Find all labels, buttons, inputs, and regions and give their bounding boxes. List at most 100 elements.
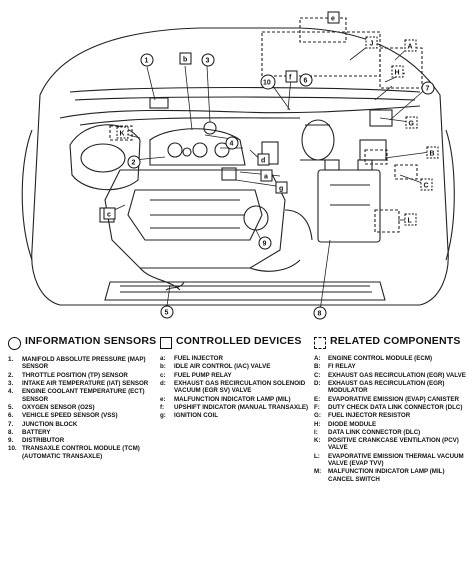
callout-4: 4: [230, 141, 234, 148]
callout-5: 5: [165, 310, 169, 317]
legend-related-components: RELATED COMPONENTS A:ENGINE CONTROL MODU…: [314, 335, 470, 484]
legend-item-text: EVAPORATIVE EMISSION THERMAL VACUUM VALV…: [328, 452, 464, 468]
legend-item: g:IGNITION COIL: [160, 412, 310, 419]
legend-item-text: EXHAUST GAS RECIRCULATION SOLENOID VACUU…: [174, 379, 306, 395]
ecm-outline: [261, 31, 381, 77]
circle-symbol-icon: [8, 337, 21, 350]
battery-shape: [317, 169, 381, 243]
legend-item-key: a:: [160, 355, 166, 362]
callout-c: c: [107, 212, 111, 219]
legend-item-key: F:: [314, 403, 320, 411]
legend-item-key: 8.: [8, 428, 14, 436]
legend-item: A:ENGINE CONTROL MODULE (ECM): [314, 355, 470, 362]
wiring-harness: [59, 105, 421, 119]
legend-item-key: K:: [314, 437, 321, 445]
legend-item-key: 9.: [8, 437, 14, 445]
legend-item-text: EXHAUST GAS RECIRCULATION (EGR) MODULATO…: [328, 379, 445, 395]
legend-item: 10.TRANSAXLE CONTROL MODULE (TCM) (AUTOM…: [8, 445, 158, 460]
legend-item-key: M:: [314, 468, 322, 476]
legend-item: I: DATA LINK CONNECTOR (DLC): [314, 429, 470, 436]
legend-item-text: DATA LINK CONNECTOR (DLC): [328, 428, 421, 436]
legend-controlled-devices: CONTROLLED DEVICES a: FUEL INJECTOR b: IDLE…: [160, 335, 310, 421]
right-fender: [445, 129, 455, 261]
legend-item-key: d:: [160, 379, 166, 387]
legend-item: E:EVAPORATIVE EMISSION (EVAP) CANISTER: [314, 396, 470, 403]
legend-item-text: VEHICLE SPEED SENSOR (VSS): [22, 412, 118, 420]
legend-item: B: FI RELAY: [314, 363, 470, 370]
callout-K: K: [120, 131, 125, 138]
legend-item-text: FUEL PUMP RELAY: [174, 371, 232, 379]
legend-item: 2.THROTTLE POSITION (TP) SENSOR: [8, 372, 158, 379]
legend-item-key: g:: [160, 412, 166, 420]
callout-9: 9: [263, 241, 267, 248]
legend-item-text: EXHAUST GAS RECIRCULATION (EGR) VALVE: [328, 371, 466, 379]
callout-8: 8: [318, 311, 322, 318]
dashed-callouts: A B C G H J K L: [116, 36, 439, 226]
legend-information-sensors: INFORMATION SENSORS 1. MANIFOLD ABSOLUTE …: [8, 335, 158, 461]
legend-item: c: FUEL PUMP RELAY: [160, 372, 310, 379]
callout-6: 6: [304, 78, 308, 85]
callout-G: G: [409, 121, 415, 128]
callout-C: C: [424, 183, 429, 190]
legend-item-text: MALFUNCTION INDICATOR LAMP (MIL): [174, 395, 291, 403]
legend-item-key: 7.: [8, 420, 14, 428]
legend-heading-related: RELATED COMPONENTS: [330, 335, 461, 347]
legend-item: K: POSITIVE CRANKCASE VENTILATION (PCV) V…: [314, 437, 470, 452]
legend-item-text: BATTERY: [22, 428, 51, 436]
legend-item-text: UPSHIFT INDICATOR (MANUAL TRANSAXLE): [174, 403, 309, 411]
legend-item-text: FI RELAY: [328, 363, 356, 371]
legend-item: C:EXHAUST GAS RECIRCULATION (EGR) VALVE: [314, 372, 470, 379]
legend-item-key: L:: [314, 452, 320, 460]
cowl-line: [69, 86, 421, 93]
legend-item: F:DUTY CHECK DATA LINK CONNECTOR (DLC): [314, 404, 470, 411]
legend-item-key: 3.: [8, 379, 14, 387]
legend-item-key: c:: [160, 371, 166, 379]
callout-3: 3: [206, 58, 210, 65]
legend-item-key: f:: [160, 403, 165, 411]
legend-item: M:MALFUNCTION INDICATOR LAMP (MIL) CANCE…: [314, 468, 470, 483]
legend-item: L: EVAPORATIVE EMISSION THERMAL VACUUM VA…: [314, 453, 470, 468]
legend-item-text: POSITIVE CRANKCASE VENTILATION (PCV) VAL…: [328, 437, 459, 452]
legend-item-key: 5.: [8, 403, 14, 411]
legend-item-key: b:: [160, 363, 166, 371]
callout-10: 10: [263, 80, 271, 87]
legend-item-text: FUEL INJECTOR: [174, 355, 223, 362]
legend-heading-controlled: CONTROLLED DEVICES: [176, 335, 302, 347]
legend-item-text: DIODE MODULE: [328, 420, 377, 428]
callout-f: f: [289, 75, 292, 82]
legend-item-key: I:: [314, 428, 318, 436]
legend-item-key: H:: [314, 420, 321, 428]
intake-manifold: [149, 128, 246, 166]
callout-7: 7: [426, 86, 430, 93]
legend-item-key: B:: [314, 363, 321, 371]
legend-item-key: A:: [314, 355, 321, 362]
legend-item: 8. BATTERY: [8, 429, 158, 436]
radiator: [104, 281, 386, 301]
legend-item-key: 4.: [8, 388, 14, 396]
callout-e: e: [331, 16, 335, 23]
legend-item: 6.VEHICLE SPEED SENSOR (VSS): [8, 412, 158, 419]
square-symbol-icon: [160, 337, 172, 349]
legend-item: H: DIODE MODULE: [314, 421, 470, 428]
legend-item-text: EVAPORATIVE EMISSION (EVAP) CANISTER: [328, 395, 459, 403]
callout-L: L: [408, 218, 413, 225]
callout-J: J: [370, 41, 374, 48]
legend-item-text: FUEL INJECTOR RESISTOR: [328, 412, 411, 420]
legend-item: 3.INTAKE AIR TEMPERATURE (IAT) SENSOR: [8, 380, 158, 387]
legend-item-key: 2.: [8, 371, 14, 379]
legend-item: f: UPSHIFT INDICATOR (MANUAL TRANSAXLE): [160, 404, 310, 411]
legend-item-text: MANIFOLD ABSOLUTE PRESSURE (MAP) SENSOR: [22, 356, 146, 371]
dashed-square-symbol-icon: [314, 337, 326, 349]
hood-outline: [31, 27, 449, 306]
legend-item: D:EXHAUST GAS RECIRCULATION (EGR) MODULA…: [314, 380, 470, 395]
square-callouts: b d a g f e c: [103, 11, 340, 220]
legend-item-key: G:: [314, 412, 321, 420]
legend-item: e:MALFUNCTION INDICATOR LAMP (MIL): [160, 396, 310, 403]
legend-item: b: IDLE AIR CONTROL (IAC) VALVE: [160, 363, 310, 370]
legend-heading-info: INFORMATION SENSORS: [25, 335, 157, 347]
callout-A: A: [408, 44, 413, 51]
callout-g: g: [279, 186, 283, 193]
legend-item-text: IDLE AIR CONTROL (IAC) VALVE: [174, 363, 271, 371]
legend-item-key: 1.: [8, 356, 14, 363]
callout-b: b: [183, 57, 187, 64]
